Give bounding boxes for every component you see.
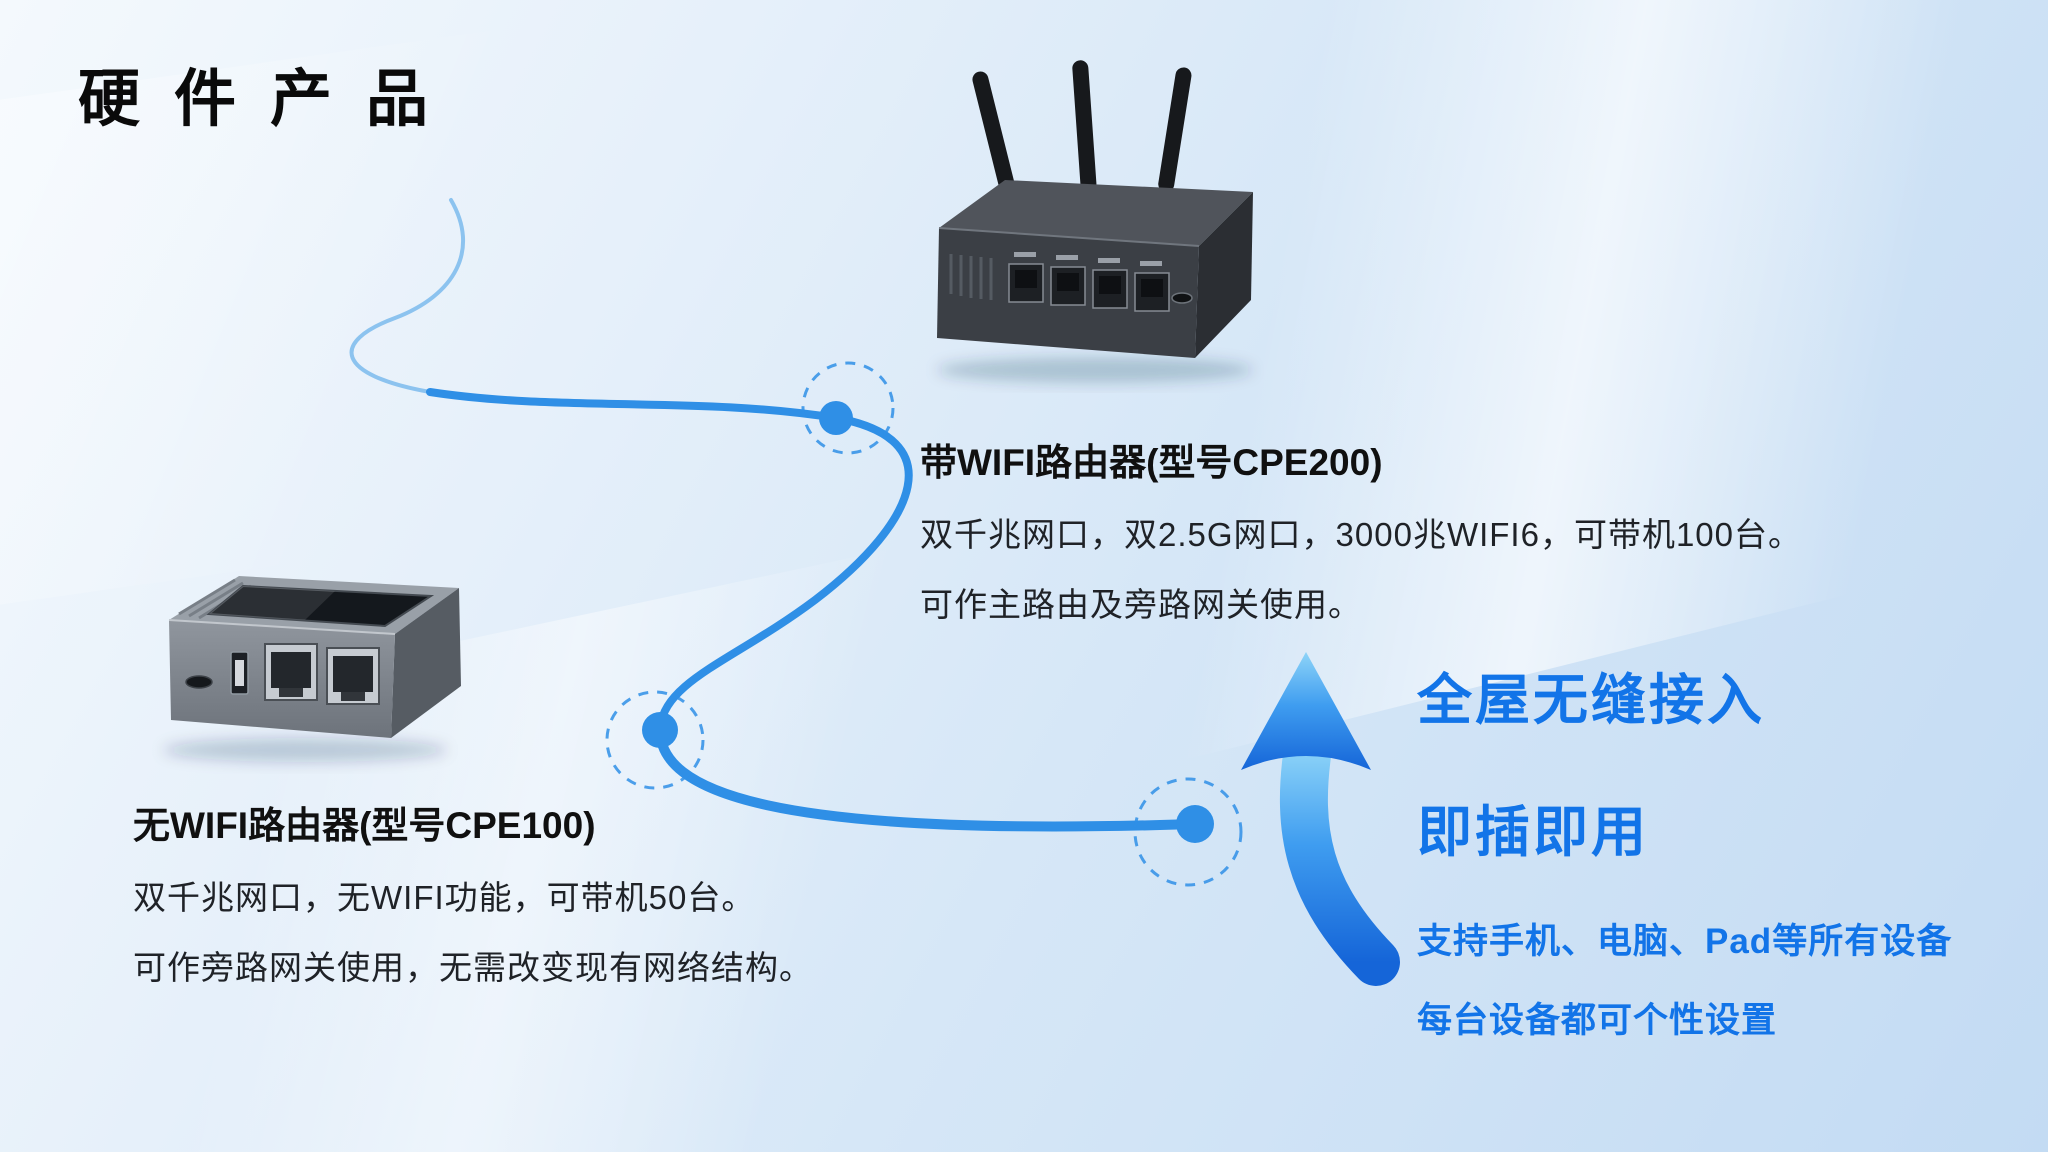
connector-dot — [819, 401, 853, 435]
cpe200-title: 带WIFI路由器(型号CPE200) — [920, 442, 1383, 483]
usb-a-port — [230, 651, 249, 695]
up-arrow-head — [1241, 652, 1371, 770]
dashed-circle — [605, 690, 705, 790]
up-arrow-body — [1279, 724, 1400, 986]
cpe200-description: 带WIFI路由器(型号CPE200) 双千兆网口，双2.5G网口，3000兆WI… — [920, 432, 1802, 648]
benefit-headline-1: 全屋无缝接入 — [1417, 669, 1766, 731]
flow-curve-thin — [349, 198, 466, 394]
cpe100-spec-line: 双千兆网口，无WIFI功能，可带机50台。 — [133, 879, 756, 916]
usb-c-port — [185, 675, 213, 689]
ethernet-ports — [264, 643, 380, 705]
benefit-point-2: 每台设备都可个性设置 — [1417, 1001, 1778, 1040]
cpe200-product-image — [905, 58, 1285, 393]
flow-curve-thick — [654, 723, 1200, 832]
usb-c-port — [1171, 292, 1193, 304]
connector-dot — [642, 712, 678, 748]
cpe100-title: 无WIFI路由器(型号CPE100) — [133, 805, 596, 846]
mini-router-illustration — [163, 576, 461, 762]
cpe100-spec-line: 可作旁路网关使用，无需改变现有网络结构。 — [133, 949, 813, 986]
cpe200-spec-line: 双千兆网口，双2.5G网口，3000兆WIFI6，可带机100台。 — [920, 516, 1803, 553]
wifi-router-illustration — [937, 60, 1253, 383]
cpe100-product-image — [145, 540, 480, 775]
benefit-point-1: 支持手机、电脑、Pad等所有设备 — [1417, 922, 1953, 961]
benefit-headline-2: 即插即用 — [1417, 801, 1650, 863]
connector-dot — [1176, 805, 1214, 843]
dashed-circle — [1133, 777, 1243, 887]
ethernet-ports — [1008, 252, 1170, 312]
top-screen — [206, 584, 435, 628]
benefits-block: 全屋无缝接入 即插即用 支持手机、电脑、Pad等所有设备 每台设备都可个性设置 — [1417, 655, 1952, 1071]
flow-curve-main — [426, 388, 913, 732]
page-title: 硬件产品 — [78, 65, 463, 134]
dashed-circle — [801, 361, 895, 455]
cpe100-description: 无WIFI路由器(型号CPE100) 双千兆网口，无WIFI功能，可带机50台。… — [133, 795, 813, 1011]
cpe200-spec-line: 可作主路由及旁路网关使用。 — [920, 586, 1362, 623]
